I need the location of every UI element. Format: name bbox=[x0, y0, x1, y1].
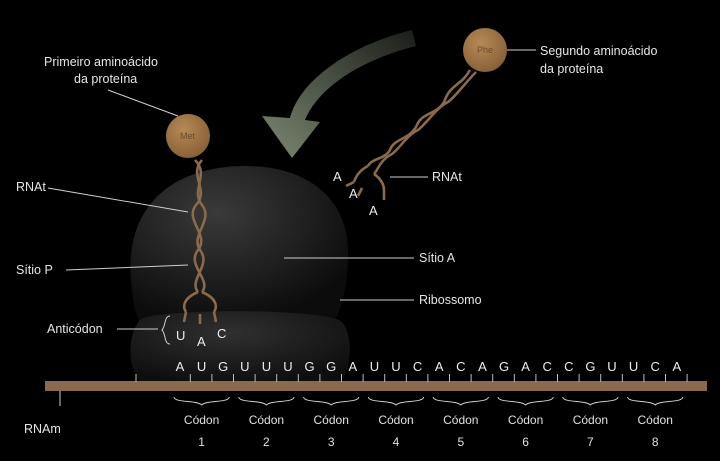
site-a-label: Sítio A bbox=[419, 251, 456, 265]
mrna-base: G bbox=[326, 359, 336, 374]
mrna-base: A bbox=[672, 359, 681, 374]
codon-number: 3 bbox=[328, 435, 335, 449]
trna-left-label: RNAt bbox=[16, 180, 46, 194]
codon-brace bbox=[238, 396, 295, 406]
anticodon-label: Anticódon bbox=[47, 322, 103, 336]
codon-label: Códon bbox=[573, 413, 608, 427]
codon-label: Códon bbox=[314, 413, 349, 427]
mrna-base: U bbox=[197, 359, 206, 374]
met-amino-acid bbox=[166, 114, 210, 158]
mrna-base: U bbox=[262, 359, 271, 374]
svg-text:Met: Met bbox=[180, 131, 196, 141]
second-amino-acid-label-line2: da proteína bbox=[540, 62, 603, 76]
ribosome-label: Ribossomo bbox=[419, 293, 482, 307]
anticodon-base-3: C bbox=[217, 326, 226, 341]
codon-group: Códon 1 Códon 2 Códon 3 Códon 4 Códon 5 Códon 6 Códo… bbox=[173, 396, 684, 449]
anticodon-base-2: A bbox=[197, 334, 206, 349]
mrna-base: G bbox=[218, 359, 228, 374]
codon-number: 6 bbox=[522, 435, 529, 449]
phe-amino-acid bbox=[463, 28, 507, 72]
mrna-base: U bbox=[283, 359, 292, 374]
mrna-base: A bbox=[478, 359, 487, 374]
codon-brace bbox=[367, 396, 425, 406]
codon-brace bbox=[497, 396, 554, 406]
codon-label: Códon bbox=[249, 413, 284, 427]
first-amino-acid-label-line2: da proteína bbox=[74, 72, 137, 86]
mrna-base: C bbox=[456, 359, 465, 374]
second-amino-acid-label-line1: Segundo aminoácido bbox=[540, 44, 657, 58]
codon-label: Códon bbox=[638, 413, 673, 427]
mrna-base: G bbox=[305, 359, 315, 374]
anticodon-base-1: U bbox=[176, 328, 185, 343]
mrna-base: C bbox=[651, 359, 660, 374]
codon-brace bbox=[562, 396, 619, 406]
trna-right-label: RNAt bbox=[432, 170, 462, 184]
trna-incoming bbox=[345, 69, 477, 200]
mrna-base: A bbox=[348, 359, 357, 374]
codon-brace bbox=[432, 396, 489, 406]
codon-label: Códon bbox=[508, 413, 543, 427]
codon-number: 5 bbox=[457, 435, 464, 449]
mrna-base: G bbox=[585, 359, 595, 374]
mrna-base: G bbox=[499, 359, 509, 374]
mrna-base: A bbox=[176, 359, 185, 374]
codon-number: 1 bbox=[198, 435, 205, 449]
codon-number: 4 bbox=[393, 435, 400, 449]
mrna-label: RNAm bbox=[24, 422, 61, 436]
codon-label: Códon bbox=[378, 413, 413, 427]
codon-label: Códon bbox=[184, 413, 219, 427]
mrna-base: C bbox=[543, 359, 552, 374]
mrna-base: C bbox=[564, 359, 573, 374]
codon-number: 8 bbox=[652, 435, 659, 449]
trna-p-site bbox=[182, 159, 218, 324]
ribosome-large-subunit bbox=[130, 166, 349, 322]
incoming-anticodon-base-3: A bbox=[369, 203, 378, 218]
codon-brace bbox=[173, 396, 230, 406]
codon-label: Códon bbox=[443, 413, 478, 427]
first-amino-acid-label-line1: Primeiro aminoácido bbox=[44, 55, 158, 69]
site-p-label: Sítio P bbox=[16, 263, 53, 277]
mrna-base: U bbox=[240, 359, 249, 374]
svg-text:Phe: Phe bbox=[477, 45, 493, 55]
mrna-strand bbox=[45, 381, 707, 391]
mrna-base: A bbox=[435, 359, 444, 374]
mrna-base: C bbox=[413, 359, 422, 374]
codon-number: 2 bbox=[263, 435, 270, 449]
codon-brace bbox=[627, 396, 684, 406]
ribosome-small-subunit bbox=[130, 311, 350, 384]
movement-arrow bbox=[262, 30, 416, 158]
codon-number: 7 bbox=[587, 435, 594, 449]
mrna-base: U bbox=[629, 359, 638, 374]
mrna-base: A bbox=[521, 359, 530, 374]
incoming-anticodon-base-1: A bbox=[333, 169, 342, 184]
mrna-base: U bbox=[370, 359, 379, 374]
incoming-anticodon-base-2: A bbox=[349, 186, 358, 201]
mrna-base: U bbox=[607, 359, 616, 374]
mrna-base: U bbox=[391, 359, 400, 374]
codon-brace bbox=[303, 396, 360, 406]
